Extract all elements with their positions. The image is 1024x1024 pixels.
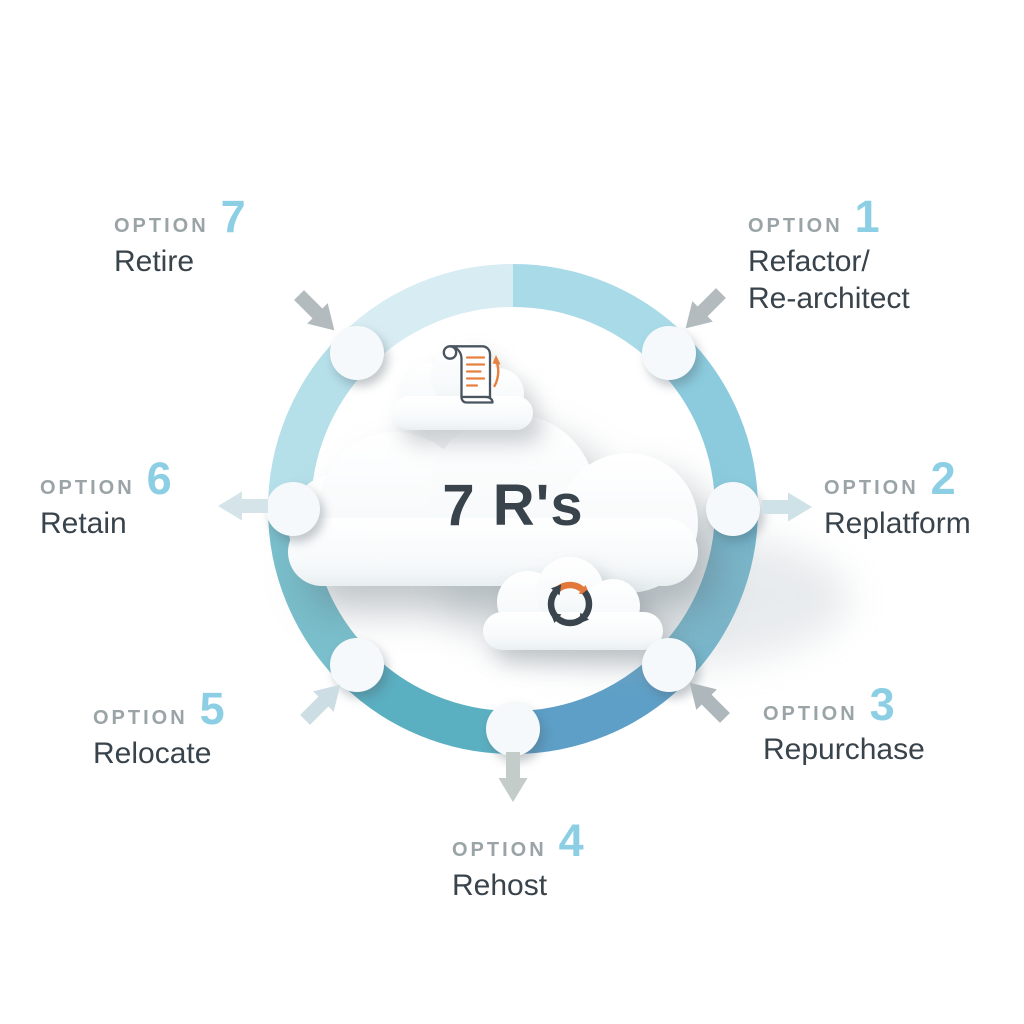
ring-nodes <box>266 326 760 756</box>
option-6-label: OPTION 6 Retain <box>40 453 172 542</box>
option-number: 4 <box>558 815 584 866</box>
center-title: 7 R's <box>442 472 584 538</box>
option-prefix: OPTION <box>114 215 209 237</box>
option-prefix: OPTION <box>93 707 188 729</box>
option-number: 1 <box>854 191 880 242</box>
pointer-arrows <box>218 288 812 802</box>
ring-node-option-1 <box>642 326 696 380</box>
option-7-label: OPTION 7 Retire <box>114 191 246 280</box>
scroll-text-lines <box>465 356 486 387</box>
option-prefix: OPTION <box>748 215 843 237</box>
scroll-icon <box>442 345 501 404</box>
option-name: Refactor/ Re-architect <box>748 244 910 315</box>
ring-node-option-2 <box>706 482 760 536</box>
option-prefix: OPTION <box>763 703 858 725</box>
ring-node-option-5 <box>330 638 384 692</box>
option-4-arrow-icon <box>498 752 528 802</box>
option-name: Retain <box>40 506 127 540</box>
cycle-cloud <box>483 557 663 650</box>
option-number: 7 <box>220 191 246 242</box>
option-3-label: OPTION 3 Repurchase <box>763 679 925 768</box>
option-number: 3 <box>869 679 895 730</box>
option-name: Relocate <box>93 736 212 770</box>
option-5-arrow-icon <box>300 684 341 725</box>
option-2-arrow-icon <box>762 492 812 522</box>
option-7-arrow-icon <box>294 290 335 331</box>
option-prefix: OPTION <box>40 477 135 499</box>
option-name: Replatform <box>824 506 971 540</box>
ring-node-option-7 <box>330 326 384 380</box>
option-4-label: OPTION 4 Rehost <box>452 815 584 904</box>
option-6-arrow-icon <box>218 491 268 521</box>
option-number: 6 <box>146 453 172 504</box>
option-1-arrow-icon <box>685 288 726 329</box>
option-3-arrow-icon <box>689 682 730 723</box>
option-name: Repurchase <box>763 732 925 766</box>
ring-node-option-6 <box>266 482 320 536</box>
option-number: 5 <box>199 683 225 734</box>
option-prefix: OPTION <box>452 839 547 861</box>
option-name: Retire <box>114 244 195 278</box>
option-prefix: OPTION <box>824 477 919 499</box>
option-2-label: OPTION 2 Replatform <box>824 453 971 542</box>
document-cloud <box>392 343 533 430</box>
option-1-label: OPTION 1 Refactor/ Re-architect <box>748 191 910 317</box>
option-name: Rehost <box>452 868 548 902</box>
option-5-label: OPTION 5 Relocate <box>93 683 225 772</box>
ring-node-option-3 <box>642 638 696 692</box>
option-number: 2 <box>930 453 956 504</box>
ring-node-option-4 <box>486 702 540 756</box>
